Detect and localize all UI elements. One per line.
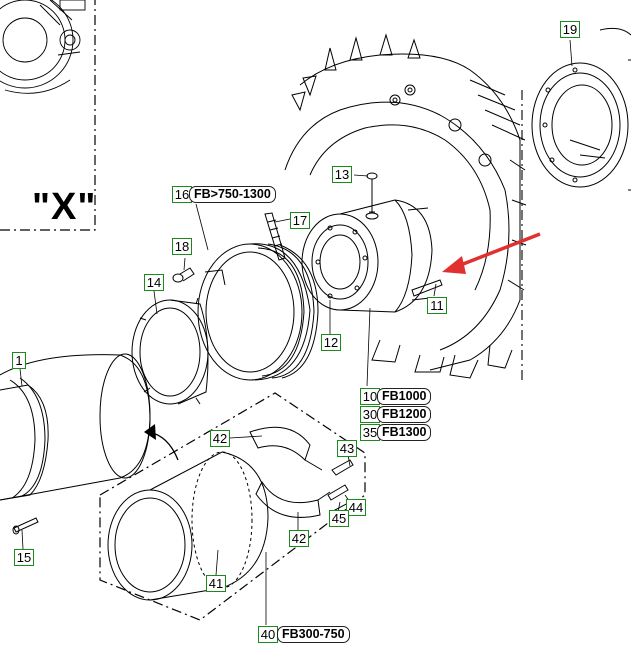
callout-number: 43 (337, 440, 357, 457)
callout-number: 30 (360, 406, 380, 423)
callout-number: 45 (329, 510, 349, 527)
callout-tag: FB300-750 (277, 626, 350, 643)
callout-tag: FB1300 (377, 424, 432, 441)
indicator-arrow (442, 232, 541, 274)
bolt-17 (264, 212, 286, 261)
callout-number: 18 (172, 238, 192, 255)
callout-number: 42 (289, 530, 309, 547)
callout-tag: FB>750-1300 (189, 186, 276, 203)
callout-number: 13 (332, 166, 352, 183)
callout-number: 19 (560, 21, 580, 38)
callout-number: 15 (14, 549, 34, 566)
callout-number: 1 (12, 352, 26, 369)
clamp-ring-14 (131, 297, 209, 405)
callout-number: 44 (346, 499, 366, 516)
view-x-label: "X" (32, 186, 97, 228)
detail-x-view (0, 0, 96, 231)
kit-40-box (99, 392, 366, 621)
callout-number: 41 (206, 575, 226, 592)
bearing-hub (301, 199, 433, 313)
bolt-43 (331, 459, 354, 476)
end-cover-19 (531, 27, 631, 191)
direction-arrow (144, 424, 179, 461)
pin-11 (411, 279, 443, 297)
callout-tag: FB1200 (377, 406, 432, 423)
callout-number: 10 (360, 388, 380, 405)
callout-number: 16 (172, 186, 192, 203)
callout-number: 40 (258, 626, 278, 643)
screw-18 (172, 267, 195, 283)
screw-15 (12, 517, 39, 535)
callout-number: 17 (290, 212, 310, 229)
callout-number: 14 (144, 274, 164, 291)
leader-lines (19, 39, 573, 625)
callout-number: 11 (427, 297, 447, 314)
callout-number: 42 (210, 430, 230, 447)
callout-tag: FB1000 (377, 388, 432, 405)
motor-housing (284, 33, 527, 380)
screw-13 (365, 172, 379, 220)
grooved-ring-16 (197, 243, 319, 381)
cylinder-1 (0, 353, 151, 501)
callout-number: 12 (321, 334, 341, 351)
sleeve-41 (107, 451, 269, 601)
segment-rings-42 (249, 426, 331, 518)
